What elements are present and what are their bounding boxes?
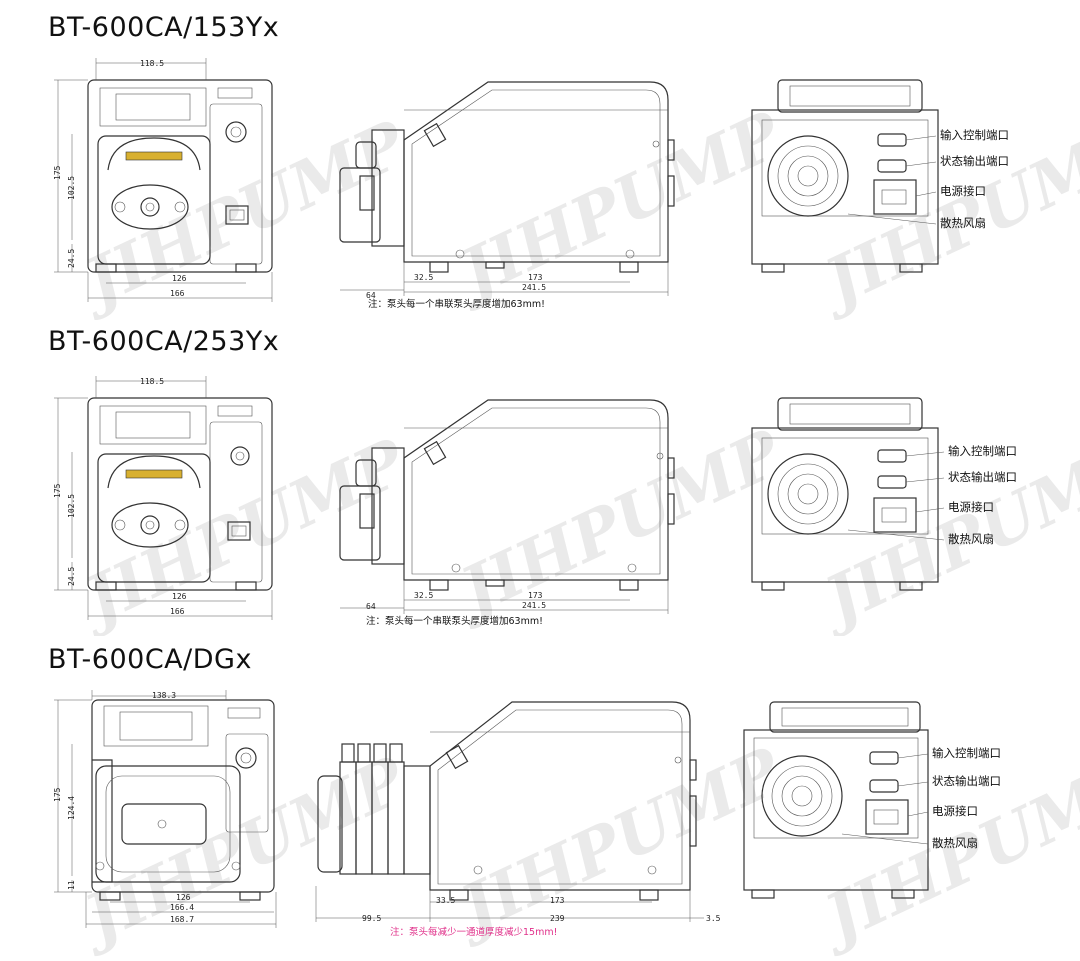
dim-base: 24.5 xyxy=(67,567,76,586)
section-note: 注：泵头每减少一通道厚度减少15mm! xyxy=(390,926,557,938)
dim-top: 118.5 xyxy=(140,377,164,386)
label-input-port: 输入控制端口 xyxy=(940,128,1009,142)
front-dimensions: 138.3 175 124.4 11 126 166.4 168.7 xyxy=(53,690,277,928)
side-dimensions: 64 32.5 173 241.5 注：泵头每一个串联泵头厚度增加63mm! xyxy=(340,580,669,627)
section-2-title: BT-600CA/253Yx xyxy=(48,326,280,357)
section-1-drawing: JIHPUMP JIHPUMP JIHPUMP 118.5 175 102.5 … xyxy=(53,58,1080,320)
dim-head: 102.5 xyxy=(67,176,76,200)
label-input-port: 输入控制端口 xyxy=(948,444,1017,458)
dim-height: 175 xyxy=(53,787,62,802)
dim-side-left: 64 xyxy=(366,602,376,611)
dim-side-total: 239 xyxy=(550,914,565,923)
label-input-port: 输入控制端口 xyxy=(932,746,1001,760)
watermark: JIHPUMP xyxy=(804,424,1080,636)
dim-side-a: 33.5 xyxy=(436,896,455,905)
rear-view: 输入控制端口 状态输出端口 电源接口 散热风扇 xyxy=(751,397,1017,591)
label-status-port: 状态输出端口 xyxy=(940,154,1009,168)
label-power-socket: 电源接口 xyxy=(932,804,978,818)
section-3-title: BT-600CA/DGx xyxy=(48,644,252,675)
dim-width: 166.4 xyxy=(170,903,194,912)
watermark: JIHPUMP xyxy=(64,106,419,320)
side-view xyxy=(339,81,675,273)
dim-width: 166 xyxy=(170,607,185,616)
dim-head: 124.4 xyxy=(67,796,76,820)
dim-width-2: 168.7 xyxy=(170,915,194,924)
dim-side-a: 32.5 xyxy=(414,591,433,600)
label-cooling-fan: 散热风扇 xyxy=(932,836,978,850)
label-status-port: 状态输出端口 xyxy=(948,470,1017,484)
dim-side-b: 173 xyxy=(528,591,543,600)
dim-side-total: 241.5 xyxy=(522,601,546,610)
front-dimensions: 118.5 175 102.5 24.5 126 166 xyxy=(53,58,273,302)
label-power-socket: 电源接口 xyxy=(948,500,994,514)
rear-view: 输入控制端口 状态输出端口 电源接口 散热风扇 xyxy=(743,701,1001,899)
side-dimensions: 64 32.5 173 241.5 注：泵头每一个串联泵头厚度增加63mm! xyxy=(340,262,669,310)
dim-feet: 126 xyxy=(176,893,191,902)
label-cooling-fan: 散热风扇 xyxy=(948,532,994,546)
section-1-title: BT-600CA/153Yx xyxy=(48,12,280,43)
dim-base: 11 xyxy=(67,880,76,890)
side-dimensions: 99.5 33.5 173 239 3.5 注：泵头每减少一通道厚度减少15mm… xyxy=(315,886,721,938)
side-view xyxy=(339,399,675,591)
dim-side-b: 173 xyxy=(528,273,543,282)
section-note: 注：泵头每一个串联泵头厚度增加63mm! xyxy=(368,298,545,310)
dim-width: 166 xyxy=(170,289,185,298)
dim-height: 175 xyxy=(53,483,62,498)
section-3-drawing: JIHPUMP JIHPUMP JIHPUMP 138.3 175 124.4 … xyxy=(53,690,1080,961)
dim-side-right: 3.5 xyxy=(706,914,721,923)
label-cooling-fan: 散热风扇 xyxy=(940,216,986,230)
watermark: JIHPUMP xyxy=(440,415,795,634)
dim-base: 24.5 xyxy=(67,249,76,268)
front-view xyxy=(91,699,275,901)
section-2-drawing: JIHPUMP JIHPUMP JIHPUMP 118.5 175 102.5 … xyxy=(53,376,1080,636)
dim-top: 118.5 xyxy=(140,59,164,68)
rear-view: 输入控制端口 状态输出端口 电源接口 散热风扇 xyxy=(751,79,1009,273)
dim-side-b: 173 xyxy=(550,896,565,905)
watermark: JIHPUMP xyxy=(64,742,419,961)
dim-head: 102.5 xyxy=(67,494,76,518)
dim-side-a: 32.5 xyxy=(414,273,433,282)
front-view xyxy=(87,397,273,591)
front-dimensions: 118.5 175 102.5 24.5 126 166 xyxy=(53,376,273,620)
watermark: JIHPUMP xyxy=(440,733,795,952)
label-power-socket: 电源接口 xyxy=(940,184,986,198)
dim-height: 175 xyxy=(53,165,62,180)
dim-top: 138.3 xyxy=(152,691,176,700)
dim-side-total: 241.5 xyxy=(522,283,546,292)
section-note: 注：泵头每一个串联泵头厚度增加63mm! xyxy=(366,615,543,627)
dim-feet: 126 xyxy=(172,274,187,283)
front-view xyxy=(87,79,273,273)
label-status-port: 状态输出端口 xyxy=(932,774,1001,788)
dim-side-left: 99.5 xyxy=(362,914,381,923)
dim-side-left: 64 xyxy=(366,291,376,300)
dim-feet: 126 xyxy=(172,592,187,601)
side-view xyxy=(317,701,697,901)
watermark: JIHPUMP xyxy=(440,97,795,316)
